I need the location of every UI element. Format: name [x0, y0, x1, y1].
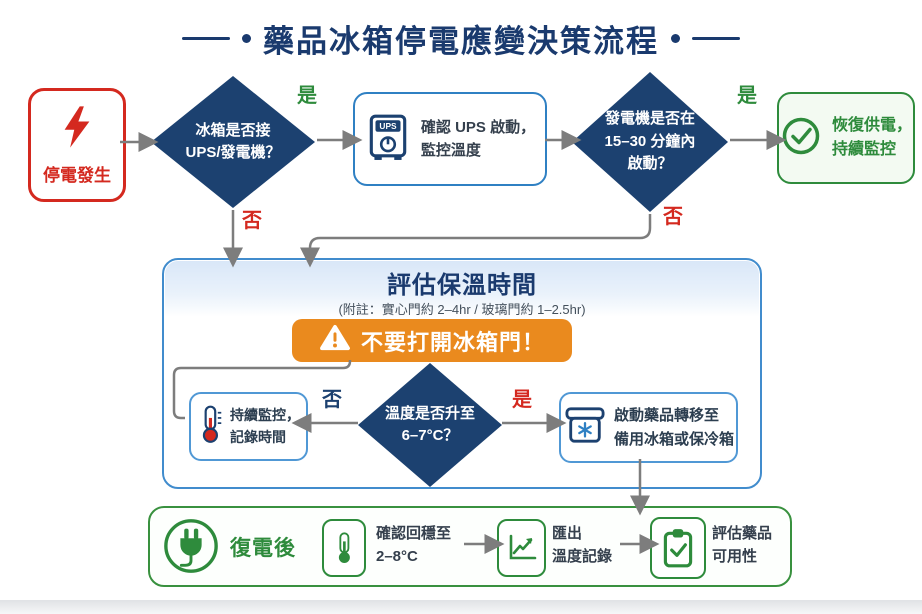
evaluate-medicine-label: 評估藥品 可用性: [712, 525, 773, 565]
temperature-chart-icon: [497, 519, 546, 577]
clipboard-check-icon: [650, 517, 706, 579]
title-decor-line-right: [692, 37, 740, 40]
ups-action-box: UPS 確認 UPS 啟動， 監控溫度: [353, 92, 547, 186]
title-decor-dot-right: [671, 34, 680, 43]
start-node-power-outage: 停電發生: [28, 88, 126, 202]
assessment-title: 評估保溫時間: [387, 272, 537, 299]
branch-label-yes-3: 是: [512, 389, 532, 411]
page-title: 藥品冰箱停電應變決策流程: [263, 24, 659, 59]
export-log-label: 匯出 溫度記錄: [552, 525, 613, 565]
branch-label-no-3: 否: [322, 389, 342, 411]
decision-generator-line1: 發電機是否在: [604, 110, 695, 128]
ups-device-icon: UPS: [365, 113, 411, 166]
thermometer-icon: [197, 403, 223, 450]
decision-ups-connected: 冰箱是否接 UPS/發電機？: [151, 76, 315, 208]
decision-generator-start: 發電機是否在 15–30 分鐘內 啟動？: [572, 72, 728, 212]
decision-temp-line1: 溫度是否升至: [384, 404, 475, 422]
recovery-title: 復電後: [230, 537, 296, 560]
branch-label-yes-2: 是: [737, 85, 757, 107]
branch-label-no-1: 否: [242, 210, 262, 232]
transfer-medicine-label: 啟動藥品轉移至 備用冰箱或保冷箱: [613, 407, 734, 448]
monitor-record-label: 持續監控， 記錄時間: [230, 406, 300, 445]
decision-generator-line3: 啟動？: [627, 155, 673, 173]
assessment-container: 評估保溫時間 (附註：實心門約 2–4hr / 玻璃門約 1–2.5hr) 不要…: [162, 258, 762, 489]
check-circle-icon: [780, 115, 822, 162]
restore-power-label: 恢復供電， 持續監控: [831, 117, 912, 158]
svg-text:UPS: UPS: [379, 121, 397, 131]
decision-temperature-rise: 溫度是否升至 6–7°C？: [358, 363, 502, 487]
start-label: 停電發生: [43, 165, 111, 185]
branch-label-no-2: 否: [663, 206, 683, 228]
restore-power-box: 恢復供電， 持續監控: [777, 92, 915, 184]
warning-text: 不要打開冰箱門！: [360, 329, 545, 355]
recovery-container: 復電後 確認回穩至 2–8°C 匯出 溫度記錄: [148, 506, 792, 587]
warning-banner: 不要打開冰箱門！: [292, 319, 572, 362]
branch-label-yes-1: 是: [297, 85, 317, 107]
decision-ups-line1: 冰箱是否接: [195, 121, 271, 139]
decision-generator-line2: 15–30 分鐘內: [604, 132, 696, 150]
confirm-temp-label: 確認回穩至 2–8°C: [376, 525, 452, 565]
title-decor-line-left: [182, 37, 230, 40]
transfer-medicine-box: 啟動藥品轉移至 備用冰箱或保冷箱: [559, 392, 738, 463]
bottom-shade: [0, 600, 922, 614]
assessment-header-band: [165, 261, 759, 317]
title-decor-dot-left: [242, 34, 251, 43]
warning-triangle-icon: [319, 324, 351, 357]
lightning-icon: [60, 105, 94, 154]
arrow-decision2-no: [300, 214, 652, 268]
monitor-record-box: 持續監控， 記錄時間: [189, 392, 308, 461]
thermometer-green-icon: [322, 519, 366, 577]
ups-action-label: 確認 UPS 啟動， 監控溫度: [420, 118, 536, 159]
decision-temp-line2: 6–7°C？: [401, 427, 459, 444]
assessment-note: (附註：實心門約 2–4hr / 玻璃門約 1–2.5hr): [338, 302, 586, 317]
decision-ups-line2: UPS/發電機？: [185, 144, 281, 161]
title-row: 藥品冰箱停電應變決策流程: [0, 16, 922, 61]
cooler-box-icon: [563, 405, 607, 450]
power-plug-icon: [162, 517, 220, 580]
